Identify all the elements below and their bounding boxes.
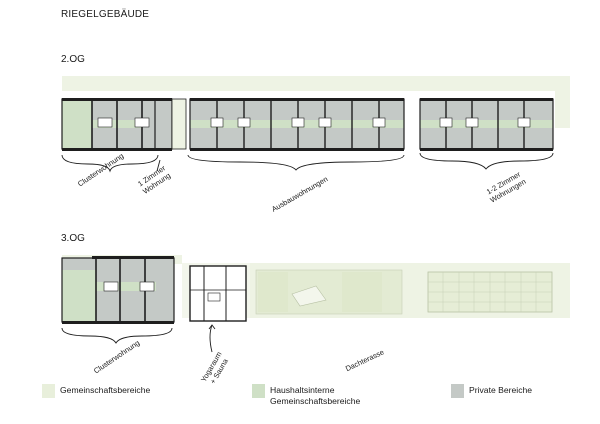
legend-swatch-common xyxy=(42,384,55,398)
small-units-block-2og xyxy=(419,98,554,151)
grid-roof-block-3og xyxy=(427,271,553,313)
cluster-block-3og xyxy=(61,256,175,324)
legend-swatch-internal-common xyxy=(252,384,265,398)
planting-area xyxy=(258,272,288,312)
brace-cluster-3og xyxy=(61,327,173,344)
page-title: RIEGELGEBÄUDE xyxy=(61,9,150,20)
yoga-sauna-block-3og xyxy=(189,265,247,322)
corridor-2og xyxy=(62,76,570,91)
legend-label-private: Private Bereiche xyxy=(469,385,533,395)
arrow-head-yoga xyxy=(208,324,216,330)
floor-label-3og: 3.OG xyxy=(61,233,85,244)
floor-label-2og: 2.OG xyxy=(61,54,85,65)
arrow-yoga-3og xyxy=(209,324,213,353)
corridor-end-2og xyxy=(555,80,570,128)
cluster-block-2og xyxy=(61,98,173,151)
brace-cluster-2og xyxy=(61,154,159,173)
planting-area xyxy=(342,272,382,312)
ausbau-block-2og xyxy=(189,98,405,151)
brace-small-units-2og xyxy=(419,152,554,170)
legend-label-common: Gemeinschaftsbereiche xyxy=(60,385,151,395)
legend-label-internal-line1: Haushaltsinterne xyxy=(270,385,335,395)
brace-group-2og xyxy=(61,152,554,173)
brace-group-3og xyxy=(61,324,216,353)
legend-swatch-private xyxy=(451,384,464,398)
one-room-unit-2og xyxy=(171,98,187,150)
floorplan-3og xyxy=(61,255,570,353)
floorplan-2og xyxy=(61,76,570,173)
legend-label-internal-line2: Gemeinschaftsbereiche xyxy=(270,396,361,406)
brace-ausbau-2og xyxy=(187,154,405,171)
roof-terrace-3og xyxy=(255,269,403,315)
pointer-one-room-2og xyxy=(156,159,161,172)
